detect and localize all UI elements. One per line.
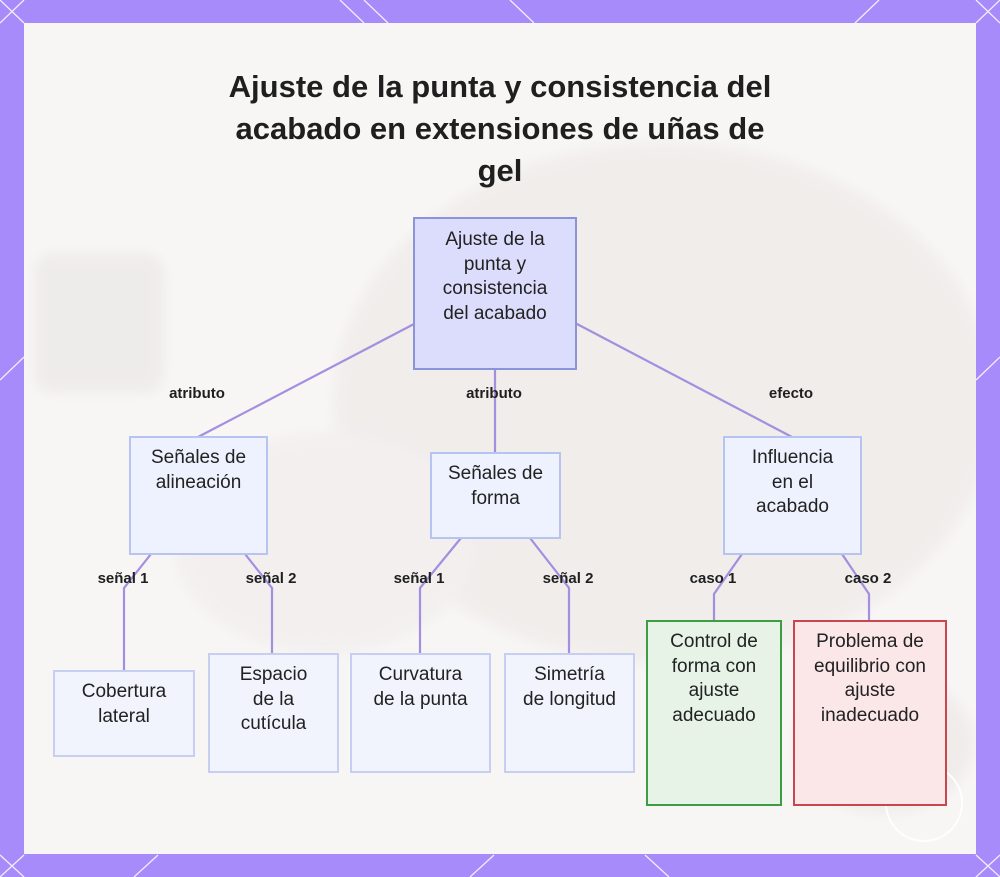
node-influencia-text: Influencia en el acabado — [751, 447, 834, 517]
node-control: Control de forma con ajuste adecuado — [646, 620, 782, 806]
node-forma-text: Señales de forma — [447, 463, 544, 509]
node-espacio: Espacio de la cutícula — [208, 653, 339, 773]
edge-root-alineacion — [196, 322, 416, 439]
edge-label-senal-2b: señal 2 — [542, 570, 594, 587]
edge-alineacion-espacio — [243, 552, 274, 656]
node-espacio-text: Espacio de la cutícula — [239, 664, 308, 734]
node-control-text: Control de forma con ajuste adecuado — [670, 631, 758, 726]
edge-alineacion-cobertura — [122, 552, 153, 673]
edge-label-efecto: efecto — [768, 385, 814, 402]
edge-influencia-problema — [840, 552, 871, 623]
node-root-text: Ajuste de la punta y consistencia del ac… — [442, 229, 548, 324]
edge-label-senal-1b: señal 1 — [393, 570, 445, 587]
node-forma: Señales de forma — [430, 452, 561, 539]
node-simetria-text: Simetría de longitud — [523, 664, 616, 710]
edge-influencia-control — [712, 552, 744, 623]
diagram-title: Ajuste de la punta y consistencia del ac… — [228, 69, 772, 188]
node-influencia: Influencia en el acabado — [723, 436, 862, 555]
node-cobertura: Cobertura lateral — [53, 670, 195, 757]
node-alineacion: Señales de alineación — [129, 436, 268, 555]
edge-label-senal-1a: señal 1 — [97, 570, 149, 587]
node-cobertura-text: Cobertura lateral — [81, 681, 167, 727]
node-problema: Problema de equilibrio con ajuste inadec… — [793, 620, 947, 806]
edge-root-influencia — [575, 322, 794, 439]
edge-label-caso-1: caso 1 — [689, 570, 737, 587]
edge-label-atributo-1: atributo — [169, 385, 225, 402]
node-problema-text: Problema de equilibrio con ajuste inadec… — [814, 631, 926, 726]
node-alineacion-text: Señales de alineación — [150, 447, 247, 493]
node-curvatura-text: Curvatura de la punta — [373, 664, 468, 710]
node-root: Ajuste de la punta y consistencia del ac… — [413, 217, 577, 370]
edge-forma-simetria — [528, 536, 571, 656]
edge-label-caso-2: caso 2 — [844, 570, 892, 587]
edge-label-senal-2a: señal 2 — [245, 570, 297, 587]
node-simetria: Simetría de longitud — [504, 653, 635, 773]
edge-forma-curvatura — [418, 536, 463, 656]
node-curvatura: Curvatura de la punta — [350, 653, 491, 773]
edge-label-atributo-2: atributo — [466, 385, 522, 402]
